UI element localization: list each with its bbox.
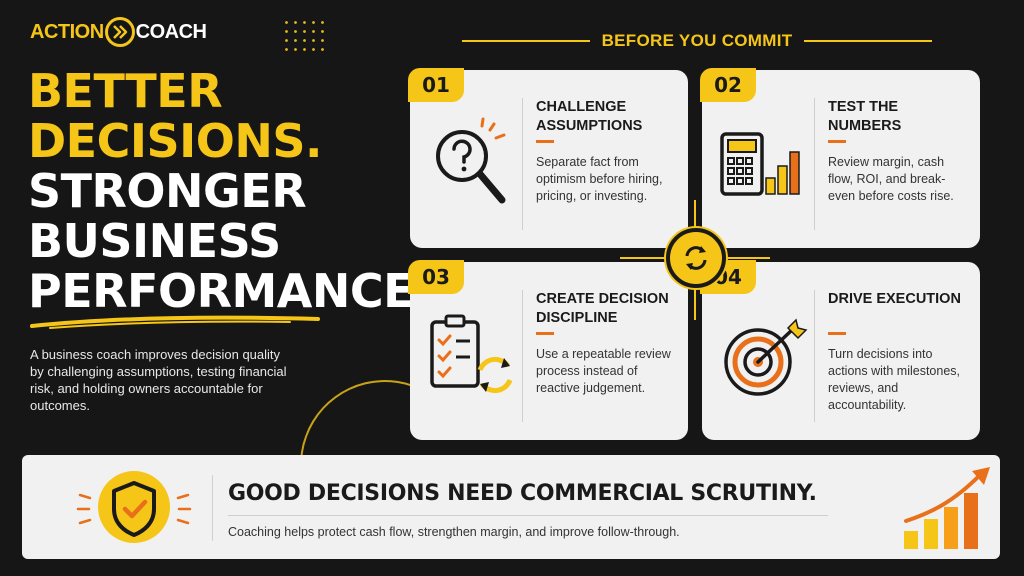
banner-title: GOOD DECISIONS NEED COMMERCIAL SCRUTINY. — [228, 481, 817, 506]
logo-action-text: ACTION — [30, 20, 104, 43]
card-test-the-numbers: 02 TEST THE NUMBERS Review margin, cash … — [700, 68, 980, 248]
magnifier-question-icon — [436, 117, 506, 204]
card-number: 01 — [408, 68, 464, 102]
card-number: 02 — [700, 68, 756, 102]
card-accent — [536, 332, 554, 335]
headline: BETTER DECISIONS. STRONGER BUSINESS PERF… — [28, 64, 432, 318]
card-challenge-assumptions: 01 CHALLENGE ASSUMPTIONS Separate fact f… — [408, 68, 688, 248]
banner-text: Coaching helps protect cash flow, streng… — [228, 525, 680, 539]
card-accent — [828, 332, 846, 335]
card-title: CREATE DECISION DISCIPLINE — [536, 291, 669, 326]
banner-divider — [212, 475, 213, 541]
card-description: Use a repeatable review process instead … — [536, 347, 671, 395]
card-description: Turn decisions into actions with milesto… — [828, 347, 961, 412]
card-drive-execution: 04 DRIVE EXECUTION Turn decisions into a… — [700, 260, 980, 440]
card-description: Review margin, cash flow, ROI, and break… — [828, 155, 954, 203]
card-number: 03 — [408, 260, 464, 294]
checklist-cycle-icon — [430, 314, 513, 394]
heading-rule-left — [462, 40, 590, 42]
headline-line-4: BUSINESS — [28, 214, 281, 268]
card-divider — [522, 290, 523, 422]
card-title: CHALLENGE ASSUMPTIONS — [536, 99, 643, 134]
intro-paragraph: A business coach improves decision quali… — [30, 347, 287, 413]
banner-rule — [228, 515, 828, 516]
headline-line-3: STRONGER — [28, 164, 307, 218]
calculator-chart-icon — [720, 132, 800, 196]
headline-line-2: DECISIONS. — [28, 114, 322, 168]
shield-check-icon — [76, 471, 192, 543]
bottom-banner: GOOD DECISIONS NEED COMMERCIAL SCRUTINY.… — [22, 455, 1000, 559]
logo-coach-text: COACH — [135, 20, 207, 43]
section-heading-label: BEFORE YOU COMMIT — [601, 31, 793, 50]
cycle-hub-icon — [666, 228, 726, 288]
growth-chart-icon — [904, 467, 990, 549]
headline-line-1: BETTER — [28, 64, 223, 118]
heading-rule-right — [804, 40, 933, 42]
card-accent — [828, 140, 846, 143]
card-title: DRIVE EXECUTION — [828, 291, 961, 307]
card-create-decision-discipline: 03 CREATE DECISION DISCIPLINE Use a repe… — [408, 260, 688, 440]
section-heading: BEFORE YOU COMMIT — [462, 30, 933, 52]
card-divider — [522, 98, 523, 230]
card-divider — [814, 98, 815, 230]
target-arrow-icon — [724, 318, 808, 396]
card-accent — [536, 140, 554, 143]
card-divider — [814, 290, 815, 422]
headline-line-5: PERFORMANCE. — [28, 264, 432, 318]
decorative-dots — [282, 18, 330, 52]
card-title: TEST THE NUMBERS — [828, 99, 902, 134]
actioncoach-logo: ACTION COACH — [30, 12, 207, 52]
logo-chevron-icon — [104, 17, 135, 47]
brush-underline — [30, 315, 320, 329]
card-description: Separate fact from optimism before hirin… — [536, 155, 663, 203]
